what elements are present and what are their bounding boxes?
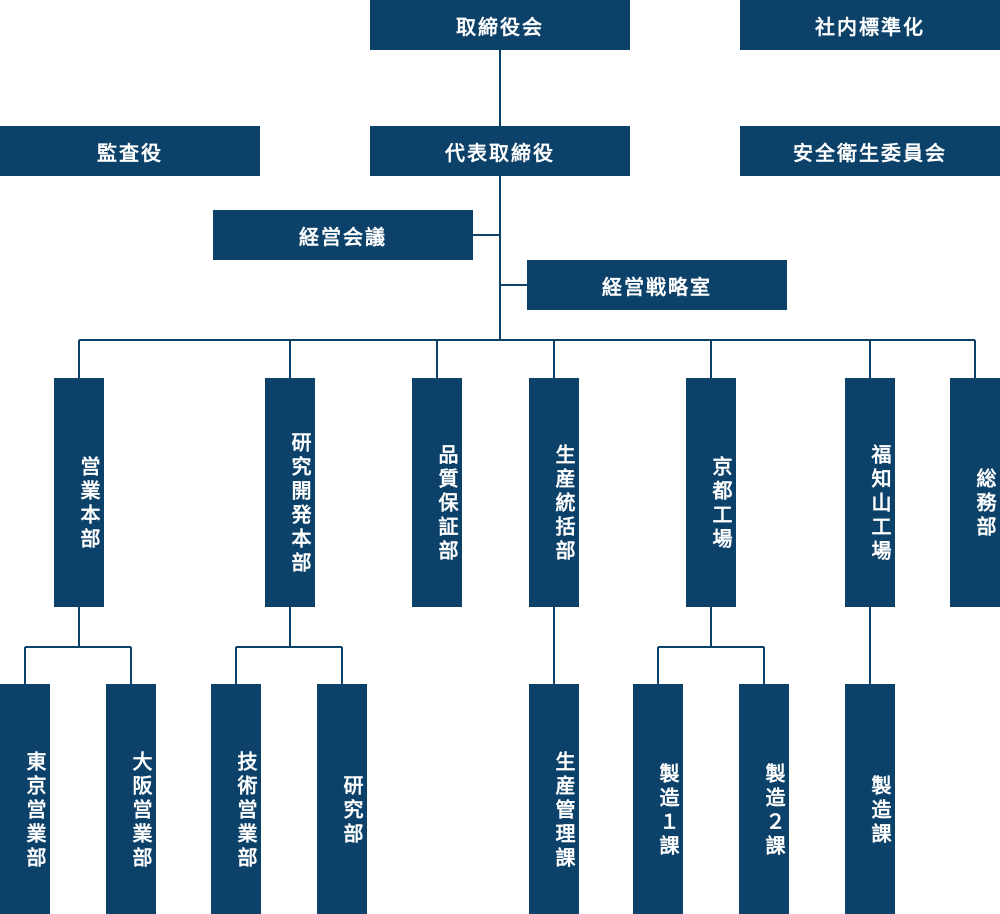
sales-hq-box: 営業本部 [54,378,104,607]
rnd-hq-box: 研究開発本部 [265,378,315,607]
osaka-sales-box: 大阪営業部 [106,684,156,914]
board-of-directors-box: 取締役会 [370,0,630,50]
manufacturing-box: 製造課 [845,684,895,914]
manufacturing-1-box: 製造１課 [633,684,683,914]
management-meeting-box: 経営会議 [213,210,473,260]
production-control-box: 生産管理課 [529,684,579,914]
president-box: 代表取締役 [370,126,630,176]
fukuchiyama-factory-box: 福知山工場 [845,378,895,607]
tech-sales-box: 技術営業部 [211,684,261,914]
standardization-box: 社内標準化 [740,0,1000,50]
general-affairs-box: 総務部 [950,378,1000,607]
strategy-office-box: 経営戦略室 [527,260,787,310]
research-box: 研究部 [317,684,367,914]
quality-assurance-box: 品質保証部 [412,378,462,607]
production-management-dept-box: 生産統括部 [529,378,579,607]
manufacturing-2-box: 製造２課 [739,684,789,914]
auditor-box: 監査役 [0,126,260,176]
kyoto-factory-box: 京都工場 [686,378,736,607]
safety-committee-box: 安全衛生委員会 [740,126,1000,176]
tokyo-sales-box: 東京営業部 [0,684,50,914]
